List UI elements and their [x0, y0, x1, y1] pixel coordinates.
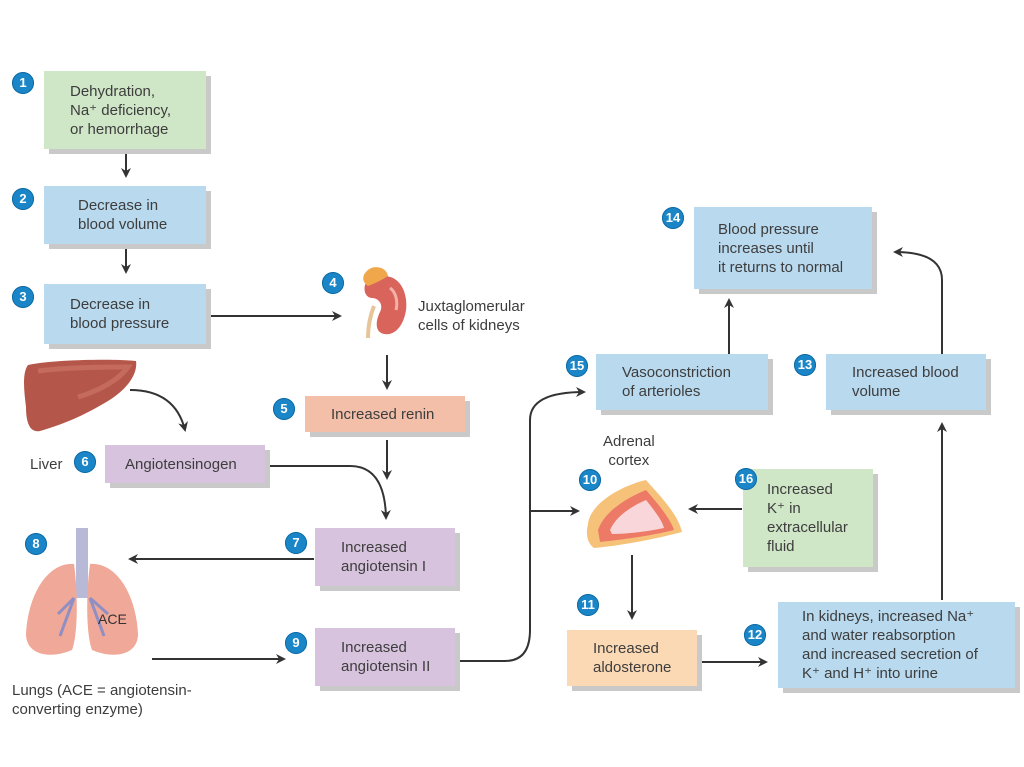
step-3-box: Decrease in blood pressure: [44, 284, 206, 344]
liver-label: Liver: [30, 456, 63, 473]
step-13-badge: 13: [794, 354, 816, 376]
step-2-badge: 2: [12, 188, 34, 210]
adrenal-gland-icon: [586, 480, 682, 548]
step-3-badge: 3: [12, 286, 34, 308]
step-4-label: Juxtaglomerular cells of kidneys: [418, 298, 525, 334]
step-10-badge: 10: [579, 469, 601, 491]
step-6-box: Angiotensinogen: [105, 445, 265, 483]
step-2-box: Decrease in blood volume: [44, 186, 206, 244]
step-14-badge: 14: [662, 207, 684, 229]
step-7-text: Increased angiotensin I: [341, 539, 427, 575]
step-7-box: Increased angiotensin I: [315, 528, 455, 586]
lungs-label: Lungs (ACE = angiotensin- converting enz…: [12, 682, 192, 718]
step-14-box: Blood pressure increases until it return…: [694, 207, 872, 289]
step-1-badge: 1: [12, 72, 34, 94]
step-15-text: Vasoconstriction of arterioles: [622, 364, 731, 400]
step-7-badge: 7: [285, 532, 307, 554]
step-12-box: In kidneys, increased Na⁺ and water reab…: [778, 602, 1015, 688]
arrow-13-to-14: [893, 247, 943, 355]
step-9-badge: 9: [285, 632, 307, 654]
step-15-box: Vasoconstriction of arterioles: [596, 354, 768, 410]
step-5-box: Increased renin: [305, 396, 465, 432]
step-11-badge: 11: [577, 594, 599, 616]
step-1-box: Dehydration, Na⁺ deficiency, or hemorrha…: [44, 71, 206, 149]
step-9-box: Increased angiotensin II: [315, 628, 455, 686]
step-2-text: Decrease in blood volume: [78, 197, 168, 233]
step-6-text: Angiotensinogen: [125, 455, 237, 473]
step-1-text: Dehydration, Na⁺ deficiency, or hemorrha…: [70, 82, 172, 138]
step-9-text: Increased angiotensin II: [341, 639, 431, 675]
step-5-text: Increased renin: [331, 405, 435, 423]
arrow-9-to-15: [456, 387, 586, 662]
step-13-text: Increased blood volume: [852, 364, 959, 400]
step-11-box: Increased aldosterone: [567, 630, 697, 686]
step-12-badge: 12: [744, 624, 766, 646]
kidney-icon: [363, 267, 407, 339]
step-16-badge: 16: [735, 468, 757, 490]
step-8-badge: 8: [25, 533, 47, 555]
ace-label: ACE: [98, 611, 127, 627]
step-11-text: Increased aldosterone: [593, 640, 672, 676]
step-15-badge: 15: [566, 355, 588, 377]
step-13-box: Increased blood volume: [826, 354, 986, 410]
step-4-badge: 4: [322, 272, 344, 294]
step-16-text: Increased K⁺ in extracellular fluid: [767, 481, 848, 555]
step-6-badge: 6: [74, 451, 96, 473]
step-14-text: Blood pressure increases until it return…: [718, 220, 844, 276]
liver-icon: [24, 359, 137, 432]
step-12-text: In kidneys, increased Na⁺ and water reab…: [802, 608, 978, 682]
step-5-badge: 5: [273, 398, 295, 420]
lungs-icon: ACE: [26, 528, 138, 655]
step-3-text: Decrease in blood pressure: [70, 296, 170, 332]
arrow-5-6-to-7: [268, 465, 391, 520]
adrenal-cortex-label: Adrenal cortex: [603, 433, 655, 469]
step-16-box: Increased K⁺ in extracellular fluid: [743, 469, 873, 567]
arrow-liver-to-6: [129, 389, 188, 432]
